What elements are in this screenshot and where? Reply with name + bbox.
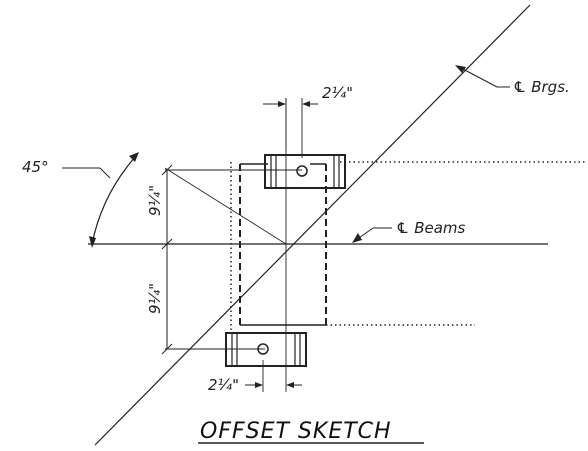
offset-dimension-top xyxy=(263,98,318,158)
angle-label: 45° xyxy=(22,158,49,176)
beam-outline-dashed xyxy=(239,163,327,326)
offset-dimension-bottom xyxy=(245,360,302,392)
reference-diagonal xyxy=(164,167,287,245)
leader-centerline-bearings xyxy=(455,65,510,88)
vertical-dimension xyxy=(161,164,173,355)
sketch-title: OFFSET SKETCH xyxy=(200,419,392,444)
dimension-bottom-offset-label: 2¼" xyxy=(208,376,239,394)
angle-arc xyxy=(62,152,139,248)
dimension-top-offset-label: 2¼" xyxy=(322,84,353,102)
bearing-plate-top xyxy=(264,154,346,189)
centerline-bearings-label: ℄ Brgs. xyxy=(513,78,570,96)
dimension-vertical-lower-label: 9¼" xyxy=(146,283,164,314)
dimension-vertical-upper-label: 9¼" xyxy=(146,185,164,216)
bearing-plate-bottom xyxy=(225,332,307,367)
beam-outline-dotted xyxy=(230,161,585,330)
leader-centerline-beams xyxy=(352,227,392,243)
centerline-beams-label: ℄ Beams xyxy=(396,219,466,237)
centerline-bearings xyxy=(94,4,531,446)
